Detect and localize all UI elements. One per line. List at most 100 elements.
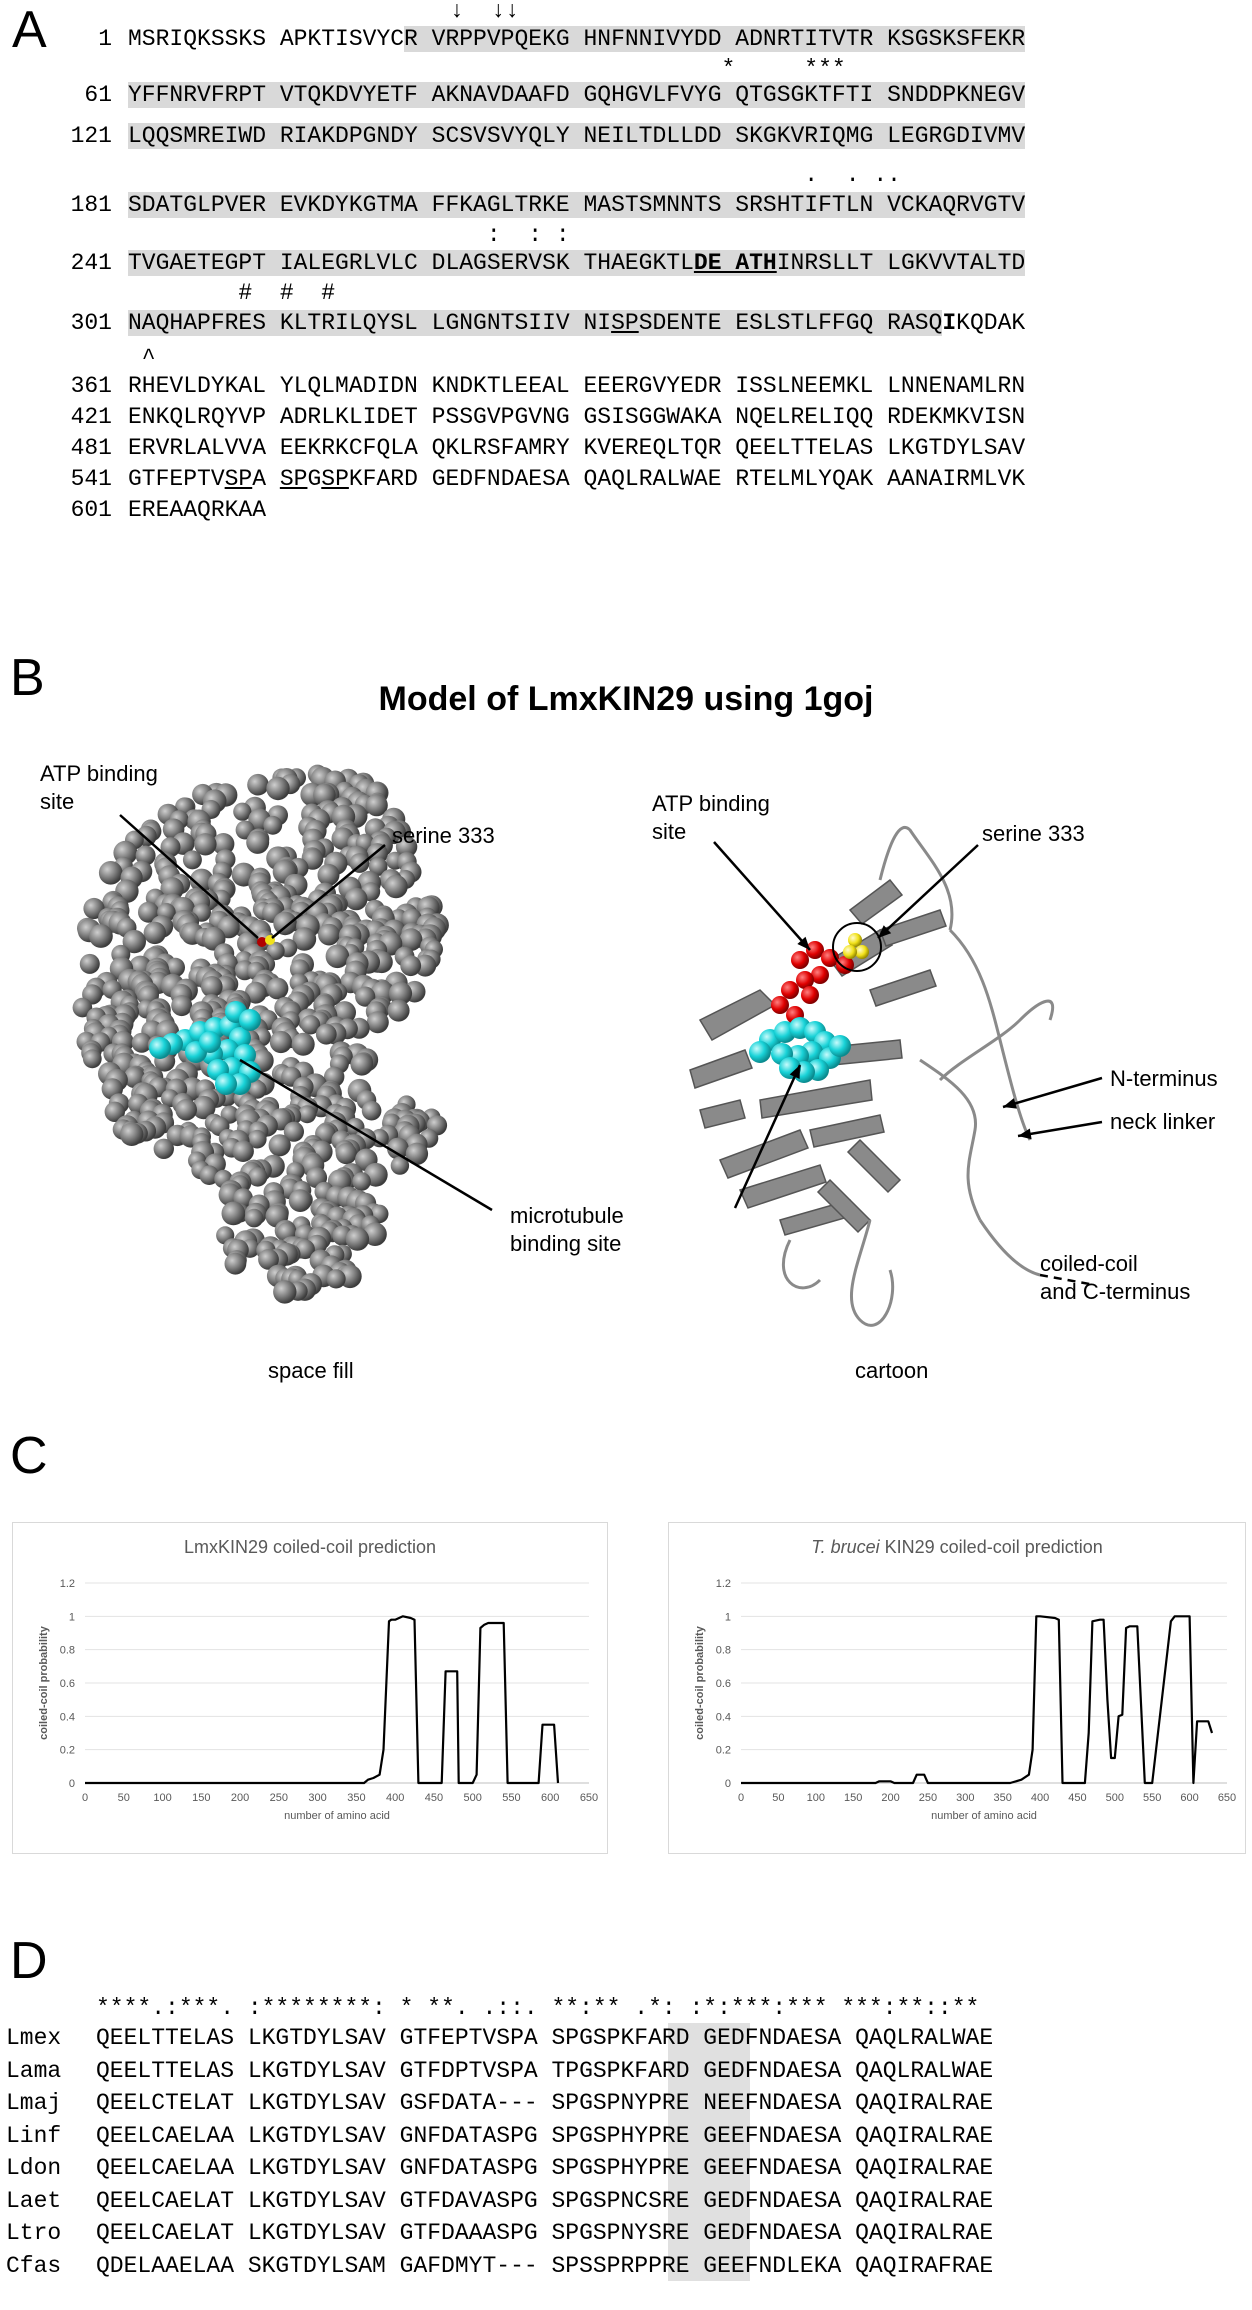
pointer-line [877, 844, 979, 939]
x-tick-label: 100 [153, 1792, 171, 1804]
panel-letter-a: A [12, 1, 47, 59]
atom-sphere [273, 1280, 297, 1304]
atom-sphere [82, 1049, 102, 1069]
panel-c: C LmxKIN29 coiled-coil prediction 0 0.2 0.… [0, 1430, 1252, 1870]
atom-sphere [365, 794, 388, 817]
pointer-arrowhead [797, 936, 810, 950]
x-tick-label: 350 [347, 1792, 365, 1804]
sequence-segment: DE ATH [693, 250, 777, 276]
loop [850, 1219, 895, 1327]
left-microtubule-label: microtubule binding site [510, 1203, 624, 1256]
sequence-position: 361 [70, 373, 112, 399]
x-tick-label: 600 [541, 1792, 559, 1804]
atom-sphere [298, 1105, 317, 1124]
sequence-segment: YFFNRVFRPT VTQKDVYETF AKNAVDAAFD GQHGVLF… [128, 82, 1026, 108]
pointer-line [239, 1058, 493, 1212]
panel-b: B Model of LmxKIN29 using 1goj [0, 652, 1252, 1420]
atom-sphere [318, 923, 340, 946]
microtubule-site-sphere [239, 1009, 261, 1031]
atom-sphere [283, 1121, 304, 1142]
sequence-position: 61 [84, 82, 112, 108]
x-tick-label: 300 [308, 1792, 326, 1804]
x-tick-label: 600 [1180, 1792, 1198, 1804]
pointer-line [119, 814, 259, 939]
conservation-marks: . . .. [128, 162, 901, 188]
x-tick-label: 550 [1143, 1792, 1161, 1804]
atp-site-sphere [791, 951, 809, 969]
atom-sphere [300, 1015, 321, 1035]
atp-site-sphere [801, 986, 819, 1004]
sequence-segment: SP [321, 466, 349, 492]
y-tick-label: 0.6 [60, 1678, 75, 1690]
sequence-position: 1 [98, 26, 112, 52]
y-tick-label: 0.6 [716, 1678, 731, 1690]
sequence-position: 481 [70, 435, 112, 461]
secondary-structure [759, 1079, 873, 1119]
pointer-line [713, 841, 811, 951]
atom-sphere [414, 954, 437, 977]
sequence-segment: ENKQLRQYVP ADRLKLIDET PSSGVPGVNG GSISGGW… [128, 404, 1026, 430]
pointer-arrowhead [1018, 1128, 1032, 1140]
sequence-text: NAQHAPFRES KLTRILQYSL LGNGNTSIIV NISPSDE… [128, 310, 1025, 336]
atom-sphere [405, 1142, 429, 1165]
sequence-position: 121 [70, 123, 112, 149]
atom-sphere [104, 1101, 126, 1122]
secondary-structure [846, 1138, 902, 1194]
atom-sphere [387, 1137, 409, 1160]
aligned-sequence: QEELCAELAA LKGTDYLSAV GNFDATASPG SPGSPHY… [96, 2155, 994, 2181]
y-tick-label: 0 [725, 1778, 731, 1790]
atom-sphere [194, 833, 217, 856]
sequence-segment: EREAAQRKAA [128, 497, 267, 523]
panel-letter-d: D [10, 1932, 48, 1990]
sequence-segment: A [252, 466, 280, 492]
secondary-structure [689, 1049, 753, 1089]
left-serine-label: serine 333 [392, 823, 495, 848]
atom-sphere [400, 955, 422, 977]
atom-sphere [199, 1165, 219, 1185]
loop [938, 999, 1055, 1082]
sequence-text: EREAAQRKAA [128, 497, 266, 523]
pointer-arrowhead [1003, 1098, 1017, 1109]
label-pointers [119, 814, 1103, 1212]
sequence-segment: RHEVLDYKAL YLQLMADIDN KNDKTLEEAL EEERGVY… [128, 373, 1026, 399]
x-tick-label: 650 [580, 1792, 598, 1804]
sequence-text: RHEVLDYKAL YLQLMADIDN KNDKTLEEAL EEERGVY… [128, 373, 1025, 399]
sequence-segment: MSRIQKSSKS APKTISVYC [128, 26, 405, 52]
atom-sphere [98, 861, 123, 885]
atom-sphere [135, 845, 156, 866]
x-tick-label: 400 [1031, 1792, 1049, 1804]
atom-sphere [363, 1222, 387, 1246]
sequence-segment: I [942, 310, 957, 336]
right-serine-label: serine 333 [982, 821, 1085, 846]
atp-site-sphere [796, 971, 814, 989]
atom-sphere [291, 1032, 315, 1056]
x-tick-label: 450 [1068, 1792, 1086, 1804]
y-tick-label: 0.4 [60, 1711, 75, 1723]
atp-site-sphere [806, 941, 824, 959]
atom-sphere [350, 1053, 374, 1076]
sequence-text: YFFNRVFRPT VTQKDVYETF AKNAVDAAFD GQHGVLF… [128, 82, 1026, 108]
sequence-text: ENKQLRQYVP ADRLKLIDET PSSGVPGVNG GSISGGW… [128, 404, 1025, 430]
sequence-text: TVGAETEGPT IALEGRLVLC DLAGSERVSK THAEGKT… [128, 250, 1026, 276]
atom-sphere [368, 857, 388, 876]
y-tick-label: 0.2 [716, 1745, 731, 1757]
atom-sphere [248, 1167, 268, 1187]
x-tick-label: 150 [192, 1792, 210, 1804]
atom-sphere [315, 1023, 337, 1045]
x-tick-label: 350 [994, 1792, 1012, 1804]
x-tick-label: 500 [1106, 1792, 1124, 1804]
sequence-segment: TVGAETEGPT IALEGRLVLC DLAGSERVSK THAEGKT… [128, 250, 694, 276]
loop [878, 826, 954, 931]
y-tick-label: 0 [69, 1778, 75, 1790]
series-line [85, 1615, 560, 1785]
species-name: Lama [6, 2057, 62, 2084]
pointer-line [1017, 1120, 1103, 1138]
atom-sphere [268, 1134, 291, 1157]
atom-sphere [153, 1138, 174, 1159]
atom-sphere [189, 868, 214, 893]
model-title: Model of LmxKIN29 using 1goj [378, 680, 874, 718]
chart-lmx-title: LmxKIN29 coiled-coil prediction [183, 1537, 437, 1557]
right-atp-label: ATP binding site [652, 791, 770, 844]
panel-letter-c: C [10, 1427, 48, 1485]
